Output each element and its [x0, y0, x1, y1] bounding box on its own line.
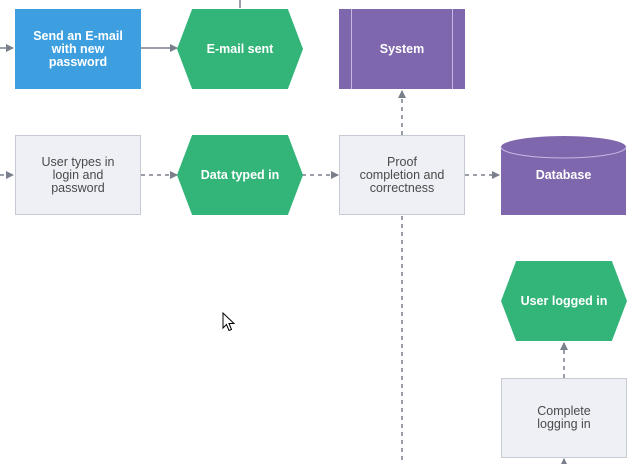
user-types-process[interactable]: User types in login and password	[15, 135, 141, 215]
proof-process[interactable]: Proof completion and correctness	[339, 135, 465, 215]
database-label: Database	[535, 168, 592, 182]
system-right-bar	[452, 9, 453, 89]
mouse-pointer-icon	[222, 312, 236, 332]
complete-login-process[interactable]: Complete logging in	[501, 378, 627, 458]
email-sent-event[interactable]: E-mail sent	[177, 9, 303, 89]
send-email-process[interactable]: Send an E-mail with new password	[15, 9, 141, 89]
system-label: System	[379, 41, 425, 56]
data-typed-event[interactable]: Data typed in	[177, 135, 303, 215]
system-left-bar	[351, 9, 352, 89]
system-node[interactable]: System	[339, 9, 465, 89]
user-logged-event[interactable]: User logged in	[501, 261, 627, 341]
database-cylinder[interactable]	[500, 136, 627, 215]
